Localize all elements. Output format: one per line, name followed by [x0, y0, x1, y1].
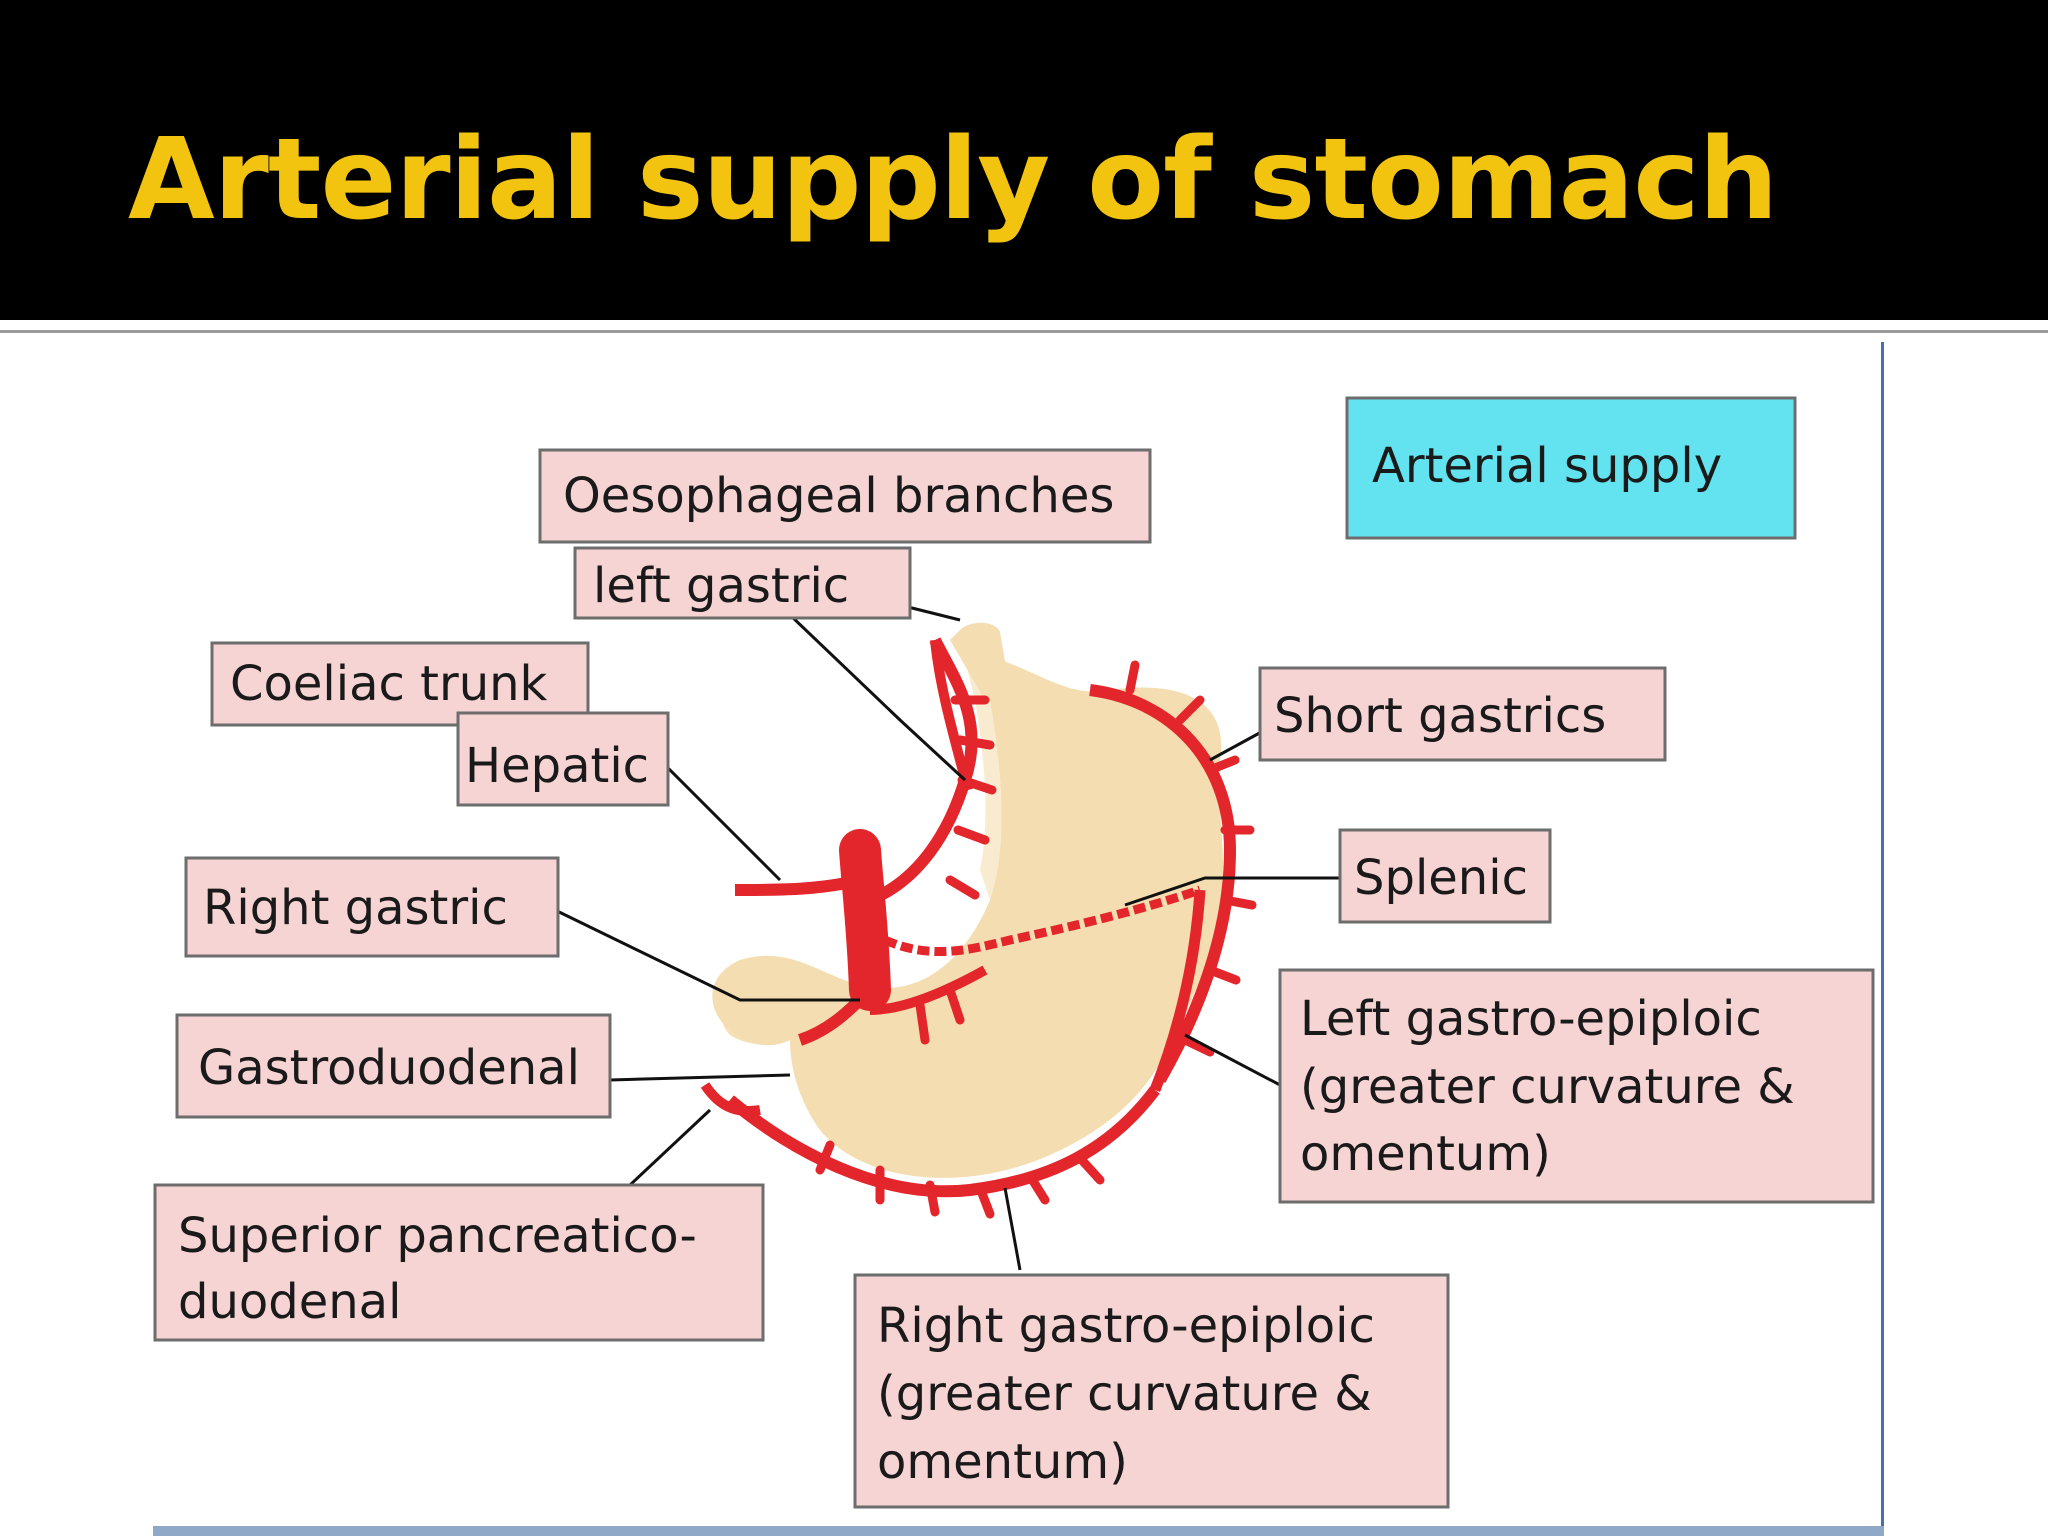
leader-right-gastric — [554, 908, 860, 1002]
artery-branches — [815, 660, 1257, 1219]
oesophageal-branches-box — [538, 448, 1152, 544]
superior-pancreaticoduodenal-label-line2: duodenal — [178, 1274, 401, 1330]
leader-left-gastric — [788, 613, 967, 782]
arterial-supply-box — [1345, 396, 1797, 540]
right-gastric-label: Right gastric — [203, 880, 508, 936]
right-gastro-epiploic-label-line2: (greater curvature & — [877, 1366, 1372, 1422]
splenic-label: Splenic — [1354, 850, 1528, 906]
right-gastro-epiploic-label-line1: Right gastro-epiploic — [877, 1298, 1375, 1354]
right-gastric-artery — [869, 965, 988, 1015]
oesophageal-branch-artery — [930, 639, 973, 792]
short-gastrics-label: Short gastrics — [1274, 688, 1606, 744]
oesophagus — [960, 625, 1002, 900]
coeliac-trunk-label: Coeliac trunk — [230, 656, 548, 712]
oesophagus-tube — [950, 622, 1010, 700]
gastroduodenal-box — [175, 1013, 612, 1119]
title-bar — [0, 0, 2048, 320]
left-gastric-box — [573, 546, 912, 620]
oesophageal-branches-label: Oesophageal branches — [563, 468, 1114, 524]
short-gastrics-box — [1258, 666, 1667, 762]
hepatic-artery — [734, 874, 862, 896]
leader-superior-pancreatico — [628, 1108, 712, 1187]
left-gastro-epiploic-label-line3: omentum) — [1300, 1126, 1551, 1182]
coeliac-trunk-box — [210, 641, 590, 727]
leader-short-gastrics — [1209, 728, 1266, 762]
left-gastric-label: left gastric — [593, 558, 849, 614]
leader-hepatic — [658, 758, 782, 882]
stomach-body — [712, 650, 1224, 1178]
gastroduodenal-artery — [797, 985, 875, 1046]
coeliac-trunk-artery — [839, 829, 891, 1011]
figure-bottom-edge — [153, 1526, 1884, 1536]
right-gastro-epiploic-label-line3: omentum) — [877, 1434, 1128, 1490]
right-gastro-epiploic-artery — [726, 1086, 1160, 1198]
title-divider — [0, 330, 2048, 333]
right-gastric-box — [184, 856, 560, 958]
left-gastro-epiploic-label-line2: (greater curvature & — [1300, 1059, 1795, 1115]
duodenum — [720, 985, 790, 1045]
superior-pancreaticoduodenal-box — [153, 1183, 765, 1342]
left-gastro-epiploic-artery — [1149, 889, 1206, 1093]
gastroduodenal-label: Gastroduodenal — [198, 1040, 580, 1096]
left-gastro-epiploic-box — [1278, 968, 1875, 1204]
splenic-box — [1338, 828, 1552, 924]
left-gastro-epiploic-label-line1: Left gastro-epiploic — [1300, 991, 1762, 1047]
short-gastrics-artery — [1089, 684, 1237, 1083]
leader-right-gastro-epiploic — [1003, 1187, 1022, 1271]
superior-pancreaticoduodenal-artery — [700, 1082, 761, 1116]
leader-splenic — [1124, 876, 1340, 907]
slide-title: Arterial supply of stomach — [128, 115, 1778, 245]
hepatic-box — [456, 711, 670, 807]
leader-gastroduodenal — [609, 1073, 791, 1082]
arterial-supply-label: Arterial supply — [1372, 438, 1722, 494]
leader-left-gastro-epiploic — [1184, 1033, 1281, 1087]
hepatic-label: Hepatic — [465, 738, 649, 794]
right-gastro-epiploic-box — [853, 1273, 1450, 1509]
superior-pancreaticoduodenal-label-line1: Superior pancreatico- — [178, 1208, 697, 1264]
